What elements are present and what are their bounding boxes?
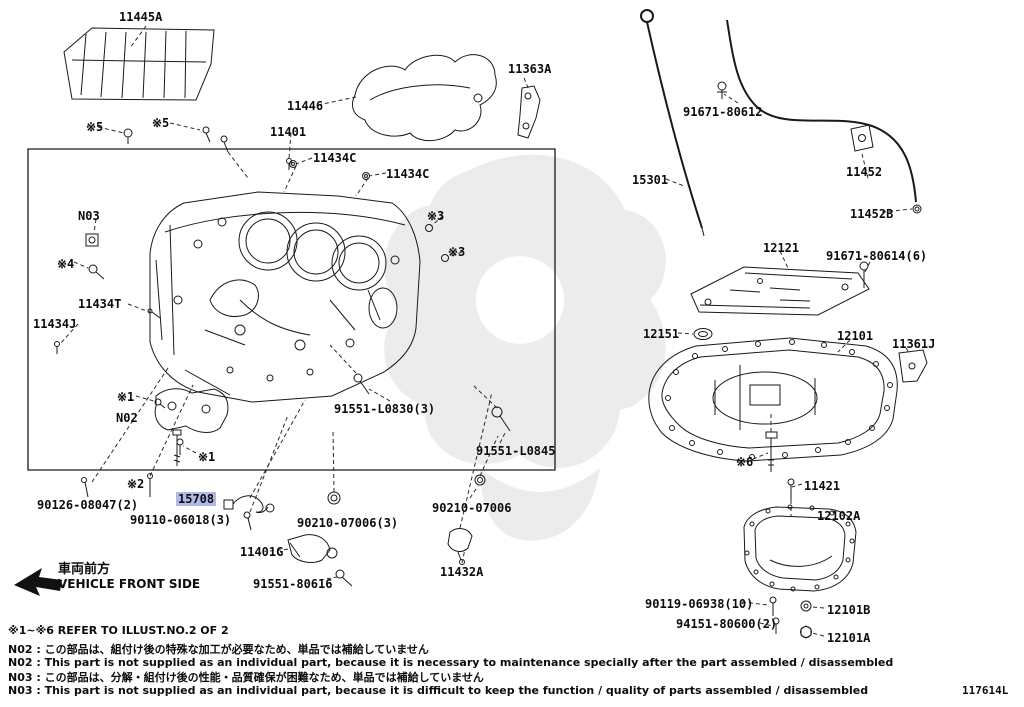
note-n03-en: N03 : This part is not supplied as an in…	[8, 684, 869, 697]
part-label-※5-1[interactable]: ※5	[86, 120, 104, 134]
part-label-11434T-12[interactable]: 11434T	[78, 297, 122, 311]
part-label-15301-29[interactable]: 15301	[632, 173, 669, 187]
part-label-N03-8[interactable]: N03	[78, 209, 100, 223]
part-label-11432A-27[interactable]: 11432A	[440, 565, 484, 579]
vehicle-front-arrow-icon	[14, 568, 62, 596]
part-label-91671-80614(6)-33[interactable]: 91671-80614(6)	[826, 249, 928, 263]
part-label-11401-4[interactable]: 11401	[270, 125, 307, 139]
sensor-11401g	[288, 535, 337, 563]
part-label-※3-11[interactable]: ※3	[448, 245, 466, 259]
baffle-plate-12121	[691, 262, 869, 315]
part-label-11401G-25[interactable]: 11401G	[240, 545, 284, 559]
part-label-11361J-36[interactable]: 11361J	[892, 337, 936, 351]
part-label-94151-80600(2)-41[interactable]: 94151-80600(2)	[676, 617, 778, 631]
part-label-11446-3[interactable]: 11446	[287, 99, 324, 113]
bracket-11363a	[518, 86, 540, 138]
ref-note: ※1~※6 REFER TO ILLUST.NO.2 OF 2	[8, 624, 229, 637]
bracket-11361j	[899, 350, 927, 382]
note-n02-jp: N02 : この部品は、組付け後の特殊な加工が必要なため、単品では補給していませ…	[8, 643, 429, 656]
part-label-90119-06938(10)-40[interactable]: 90119-06938(10)	[645, 597, 754, 611]
note-n03-jp: N03 : この部品は、分解・組付け後の性能・品質確保が困難なため、単品では補給…	[8, 671, 484, 684]
part-label-※4-9[interactable]: ※4	[57, 257, 75, 271]
part-label-11452B-31[interactable]: 11452B	[850, 207, 894, 221]
vehicle-front-label-jp: 車両前方	[58, 562, 111, 577]
part-label-90110-06018(3)-22[interactable]: 90110-06018(3)	[130, 513, 232, 527]
cylinder-block-11401	[150, 192, 420, 402]
part-label-11452-30[interactable]: 11452	[846, 165, 883, 179]
part-label-90126-08047(2)-19[interactable]: 90126-08047(2)	[37, 498, 139, 512]
part-label-91551-L0845-18[interactable]: 91551-L0845	[476, 444, 556, 458]
leader-lines	[60, 26, 912, 636]
part-label-12101B-42[interactable]: 12101B	[827, 603, 871, 617]
part-label-91671-80612-28[interactable]: 91671-80612	[683, 105, 763, 119]
sensor-11432a	[448, 529, 472, 565]
watermark	[384, 154, 666, 541]
drawing-number: 117614L	[962, 684, 1009, 697]
part-label-11434C-6[interactable]: 11434C	[313, 151, 357, 165]
part-label-※1-14[interactable]: ※1	[117, 390, 135, 404]
insulator-11446	[352, 55, 496, 141]
note-n02-en: N02 : This part is not supplied as an in…	[8, 656, 894, 669]
frame-bolts	[82, 374, 511, 586]
part-label-91551-80616-26[interactable]: 91551-80616	[253, 577, 333, 591]
part-label-※3-10[interactable]: ※3	[427, 209, 445, 223]
oil-pan-sub-12102a	[744, 505, 856, 591]
oil-level-sensor-15708	[224, 496, 274, 513]
part-label-11421-38[interactable]: 11421	[804, 479, 841, 493]
part-label-※1-16[interactable]: ※1	[198, 450, 216, 464]
gasket-12151	[694, 329, 712, 340]
part-label-12102A-39[interactable]: 12102A	[817, 509, 861, 523]
stud-11421	[788, 479, 794, 500]
part-label-11445A-0[interactable]: 11445A	[119, 10, 163, 24]
dipstick-15301	[641, 10, 704, 236]
part-label-12101-35[interactable]: 12101	[837, 329, 874, 343]
bolt-ref6	[766, 432, 777, 472]
heat-insulator-11445a	[64, 28, 214, 100]
bracket-n02	[155, 389, 228, 466]
part-label-N02-15[interactable]: N02	[116, 411, 138, 425]
bottom-fasteners	[770, 597, 812, 638]
main-assembly-frame	[28, 149, 555, 470]
part-label-※5-2[interactable]: ※5	[152, 116, 170, 130]
part-label-※6-37[interactable]: ※6	[736, 455, 754, 469]
oil-pan-12101	[649, 338, 897, 461]
part-label-90210-07006(3)-23[interactable]: 90210-07006(3)	[297, 516, 399, 530]
vehicle-front-label-en: VEHICLE FRONT SIDE	[58, 577, 201, 591]
dipstick-guide-11452	[717, 20, 921, 213]
part-label-※2-20[interactable]: ※2	[127, 477, 145, 491]
part-label-91551-L0830(3)-17[interactable]: 91551-L0830(3)	[334, 402, 436, 416]
part-label-12121-32[interactable]: 12121	[763, 241, 800, 255]
part-label-11363A-5[interactable]: 11363A	[508, 62, 552, 76]
part-label-12151-34[interactable]: 12151	[643, 327, 680, 341]
part-label-12101A-43[interactable]: 12101A	[827, 631, 871, 645]
part-label-11434C-7[interactable]: 11434C	[386, 167, 430, 181]
part-label-11434J-13[interactable]: 11434J	[33, 317, 77, 331]
part-label-15708-21[interactable]: 15708	[176, 492, 217, 506]
part-label-90210-07006-24[interactable]: 90210-07006	[432, 501, 512, 515]
